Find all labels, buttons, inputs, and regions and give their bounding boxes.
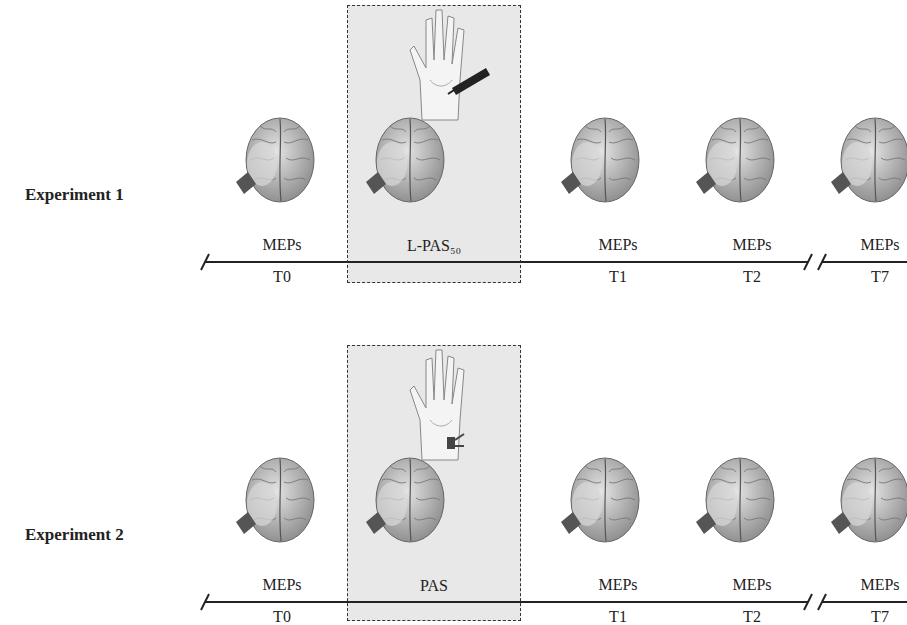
experiment-label: Experiment 1 bbox=[25, 186, 124, 204]
time-label: T7 bbox=[871, 268, 889, 286]
time-label: MEPs bbox=[732, 576, 771, 594]
measure-label: T2 bbox=[743, 608, 761, 625]
stimulation-box: PAS bbox=[347, 345, 521, 621]
time-label: MEPs bbox=[860, 576, 899, 594]
measure-label: T1 bbox=[609, 608, 627, 625]
experiment-label: Experiment 2 bbox=[25, 526, 124, 544]
stimulation-box: L-PAS₅₀ bbox=[347, 5, 521, 283]
time-label: T0 bbox=[273, 268, 291, 286]
measure-label: MEPs bbox=[732, 236, 771, 254]
measure-label: T0 bbox=[273, 608, 291, 625]
measure-label: T7 bbox=[871, 608, 889, 625]
time-label: MEPs bbox=[262, 576, 301, 594]
protocol-label: PAS bbox=[348, 577, 520, 595]
measure-label: MEPs bbox=[262, 236, 301, 254]
measure-label: MEPs bbox=[860, 236, 899, 254]
measure-label: MEPs bbox=[598, 236, 637, 254]
time-label: T1 bbox=[609, 268, 627, 286]
time-label: T2 bbox=[743, 268, 761, 286]
time-label: MEPs bbox=[598, 576, 637, 594]
protocol-label: L-PAS₅₀ bbox=[348, 237, 520, 255]
